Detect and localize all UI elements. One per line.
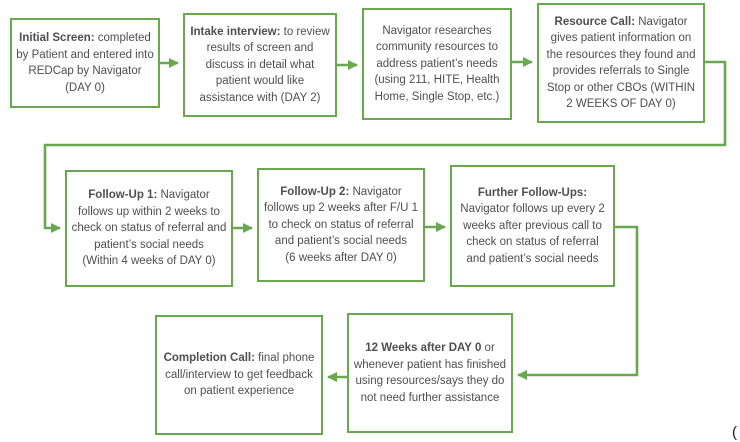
box-body: Navigator follows up every 2 weeks after… xyxy=(460,203,605,265)
flow-box-followup-2: Follow-Up 2: Navigator follows up 2 week… xyxy=(257,168,425,282)
flow-box-completion-call: Completion Call: final phone call/interv… xyxy=(155,315,323,435)
box-body: Navigator researches community resources… xyxy=(374,24,500,103)
box-title: Further Follow-Ups: xyxy=(477,186,588,199)
box-body: Navigator follows up within 2 weeks to c… xyxy=(71,189,227,268)
flow-box-further-followups: Further Follow-Ups: Navigator follows up… xyxy=(450,165,615,287)
box-title: Follow-Up 2: xyxy=(280,185,350,198)
box-body: final phone call/interview to get feedba… xyxy=(165,352,315,398)
box-title: Initial Screen: xyxy=(19,32,95,44)
box-body: Navigator follows up 2 weeks after F/U 1… xyxy=(263,185,419,264)
box-body: to review results of screen and discuss … xyxy=(199,25,330,104)
box-body: completed by Patient and entered into RE… xyxy=(16,32,154,94)
flow-box-initial-screen: Initial Screen: completed by Patient and… xyxy=(10,18,160,108)
flow-box-followup-1: Follow-Up 1: Navigator follows up within… xyxy=(65,170,233,287)
box-title: 12 Weeks after DAY 0 xyxy=(365,342,482,354)
box-title: Resource Call: xyxy=(554,15,636,28)
flow-box-resource-call: Resource Call: Navigator gives patient i… xyxy=(537,3,705,123)
caption-fragment: ( xyxy=(732,424,737,441)
box-body: or whenever patient has finished using r… xyxy=(353,342,507,404)
box-title: Intake interview: xyxy=(190,25,281,38)
box-title: Follow-Up 1: xyxy=(88,189,158,202)
box-title: Completion Call: xyxy=(163,352,255,365)
flow-box-navigator-research: Navigator researches community resources… xyxy=(362,8,512,120)
flow-box-intake-interview: Intake interview: to review results of s… xyxy=(183,13,337,117)
box-body: Navigator gives patient information on t… xyxy=(546,15,696,111)
flow-box-12-weeks: 12 Weeks after DAY 0 or whenever patient… xyxy=(347,313,513,433)
